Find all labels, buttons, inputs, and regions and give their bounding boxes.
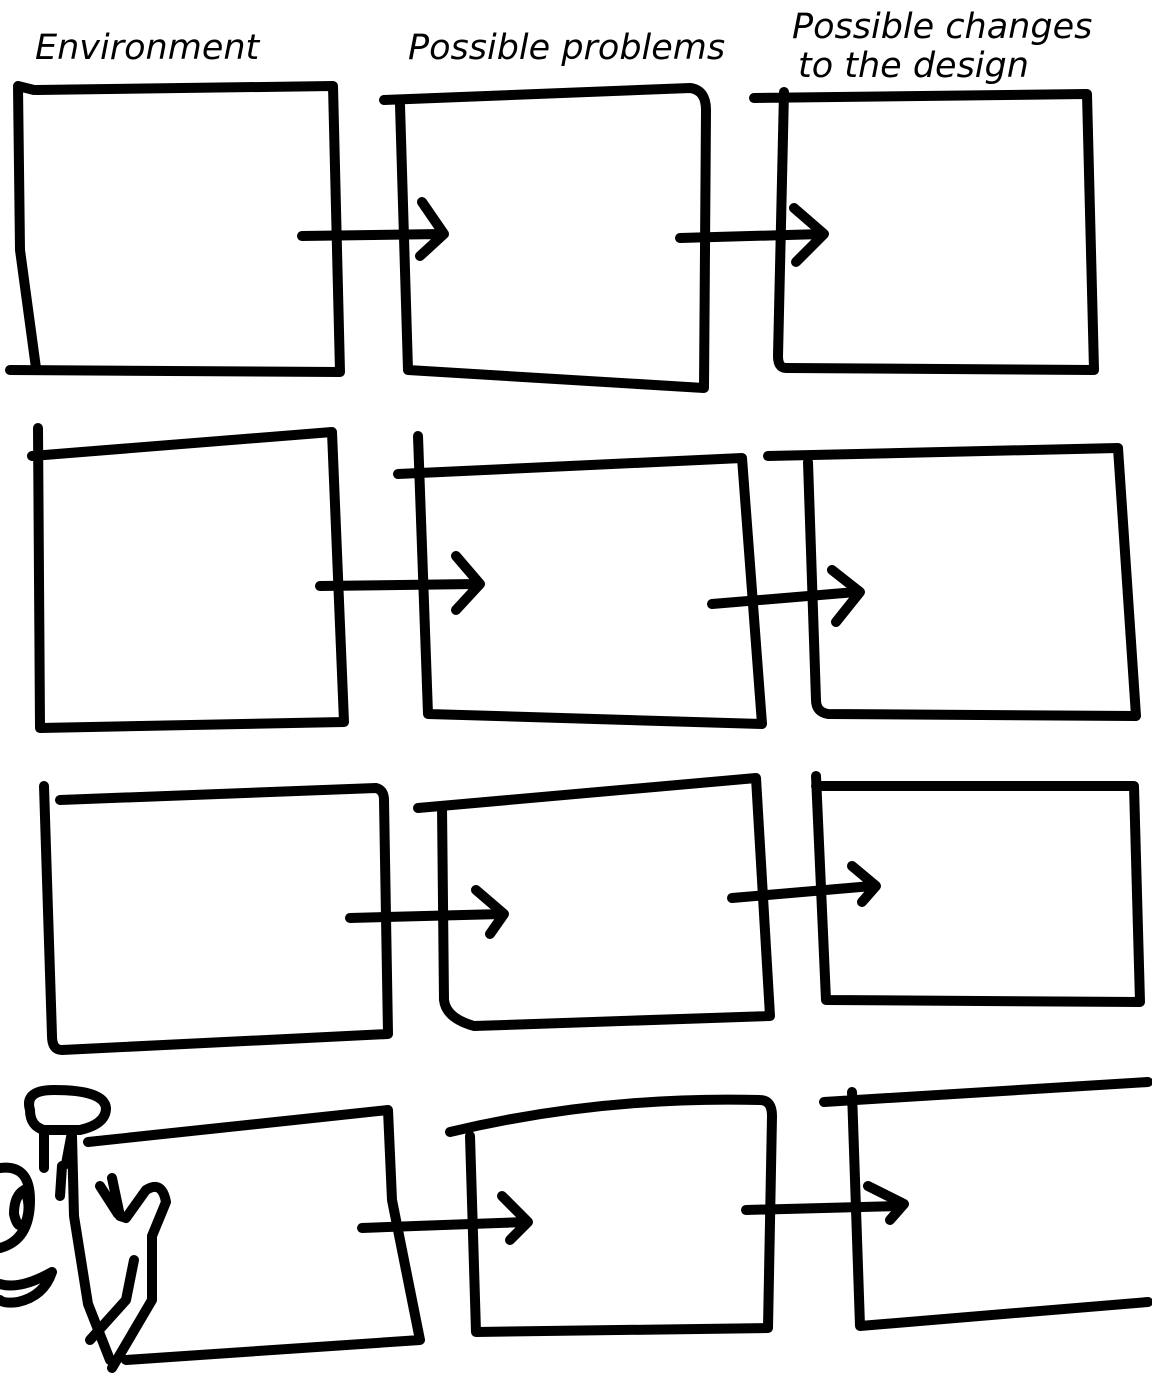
- arrow-row-3-a: [350, 890, 504, 934]
- header-possible-problems: Possible problems: [408, 28, 725, 68]
- row-2: [32, 428, 1136, 728]
- row-3: [44, 776, 1140, 1050]
- arrow-row-1-a: [302, 202, 444, 256]
- box-change-row-2: [768, 448, 1136, 716]
- box-environment-row-2: [32, 428, 344, 728]
- row-4: [0, 1082, 1148, 1368]
- header-environment: Environment: [35, 28, 261, 68]
- box-problem-row-3: [418, 778, 770, 1026]
- doodle-arm: [112, 1178, 166, 1368]
- box-environment-row-3: [44, 786, 388, 1050]
- doodle-left-inner: [14, 1190, 29, 1226]
- arrow-row-4-a: [362, 1196, 528, 1240]
- header-possible-changes-line1: Possible changes: [792, 7, 1092, 47]
- row-1: [10, 86, 1094, 388]
- doodle-head: [29, 1090, 106, 1130]
- box-environment-row-1: [10, 86, 340, 372]
- arrow-row-3-b: [732, 866, 876, 902]
- doodle-smile: [0, 1272, 52, 1303]
- box-problem-row-4: [450, 1100, 772, 1332]
- arrow-row-2-b: [712, 570, 860, 622]
- header-possible-changes-line2: to the design: [798, 46, 1029, 86]
